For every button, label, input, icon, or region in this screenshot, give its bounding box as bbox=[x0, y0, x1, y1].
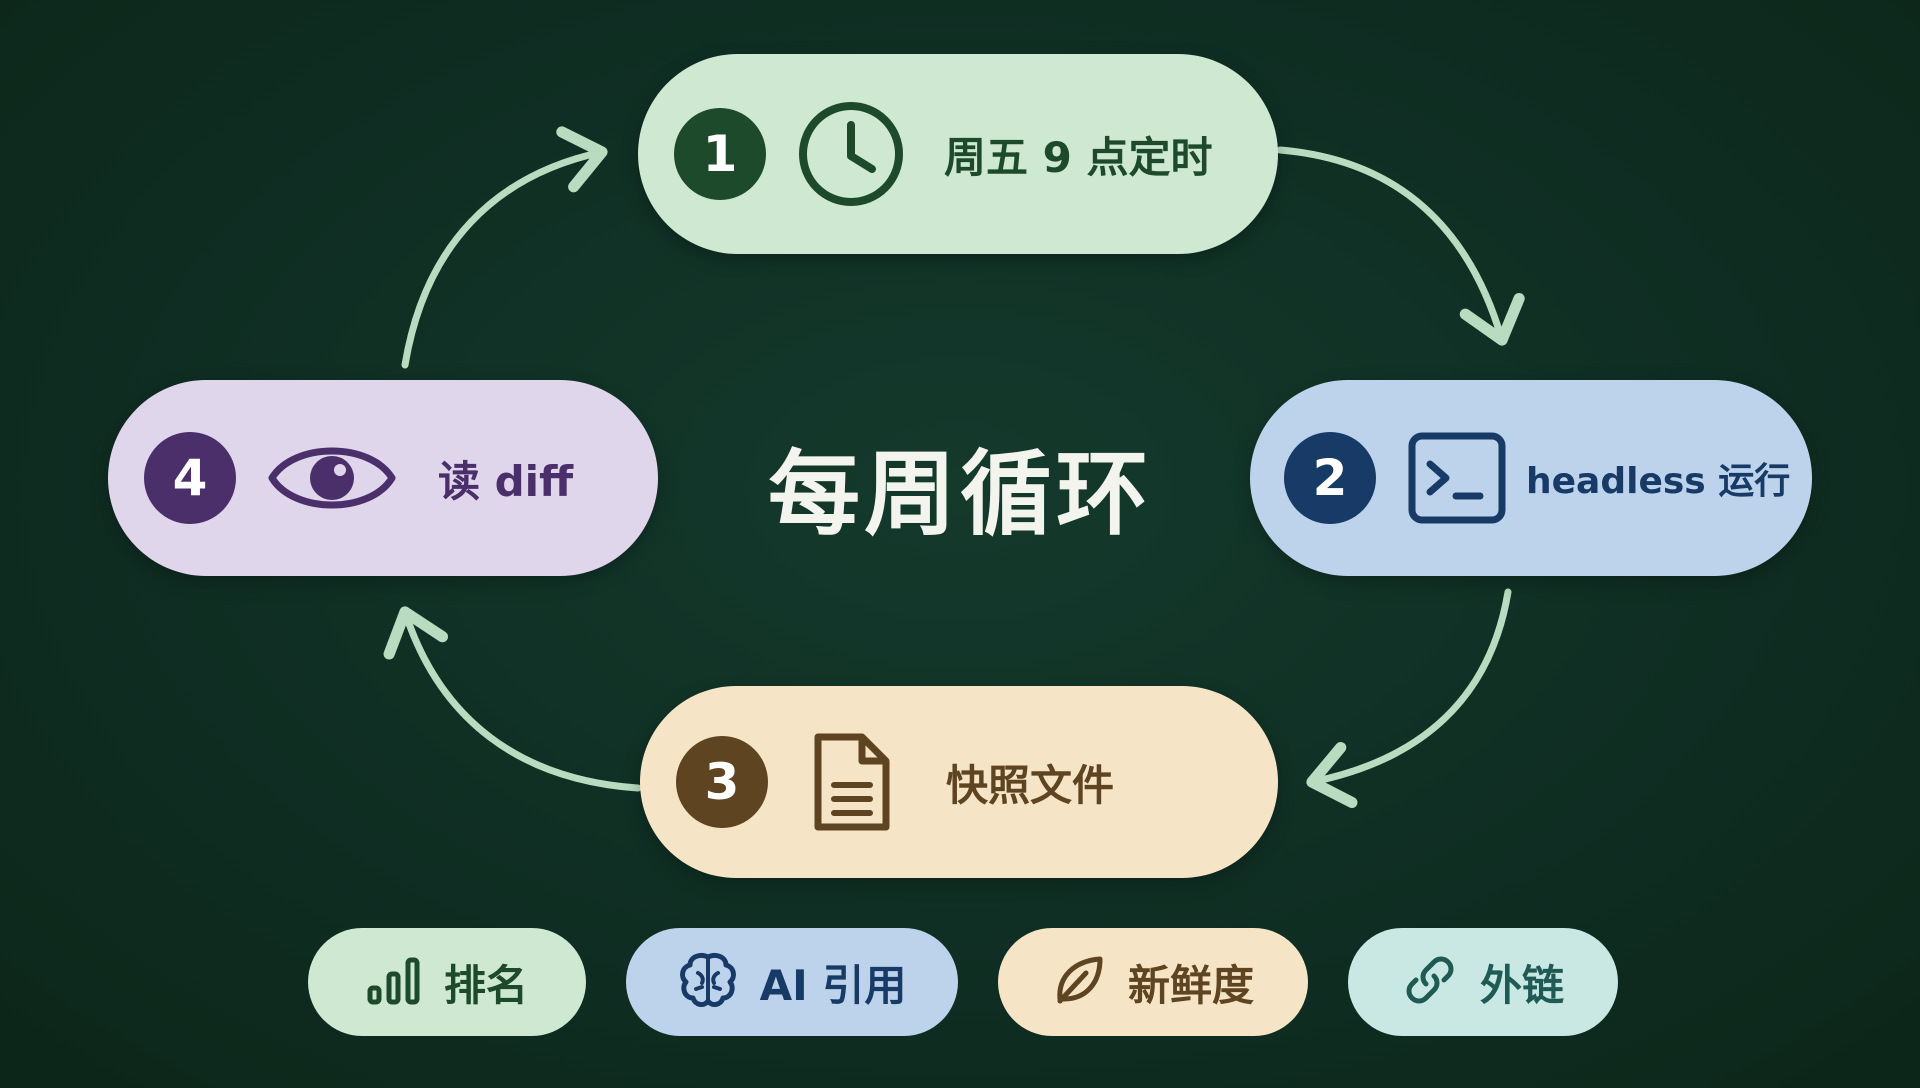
chip-freshness: 新鲜度 bbox=[998, 928, 1308, 1036]
chip-ai-citation: AI 引用 bbox=[626, 928, 958, 1036]
step-3-badge: 3 bbox=[676, 736, 768, 828]
step-2-label: headless 运行 bbox=[1526, 461, 1791, 502]
step-4-label: 读 diff bbox=[438, 456, 574, 506]
step-2-badge: 2 bbox=[1284, 432, 1376, 524]
arrow-4-to-1 bbox=[401, 126, 608, 369]
step-3-label: 快照文件 bbox=[946, 760, 1115, 810]
chip-ranking-label: 排名 bbox=[443, 960, 528, 1010]
step-4-pill: 4 读 diff bbox=[108, 380, 658, 576]
arrow-2-to-3 bbox=[1306, 588, 1512, 809]
chip-backlinks: 外链 bbox=[1348, 928, 1618, 1036]
document-icon bbox=[810, 729, 894, 835]
terminal-icon bbox=[1408, 432, 1506, 524]
arrow-3-to-4 bbox=[383, 606, 642, 792]
step-2-pill: 2 headless 运行 bbox=[1250, 380, 1812, 576]
step-2-number: 2 bbox=[1312, 449, 1348, 507]
bar-chart-icon bbox=[366, 954, 422, 1010]
leaf-icon bbox=[1052, 953, 1106, 1011]
brain-icon bbox=[678, 951, 738, 1013]
step-1-label: 周五 9 点定时 bbox=[944, 132, 1213, 182]
step-4-badge: 4 bbox=[144, 432, 236, 524]
chip-backlinks-label: 外链 bbox=[1479, 960, 1564, 1010]
step-1-number: 1 bbox=[702, 125, 738, 183]
clock-icon bbox=[796, 99, 906, 209]
step-3-pill: 3 快照文件 bbox=[640, 686, 1278, 878]
step-1-badge: 1 bbox=[674, 108, 766, 200]
chip-ranking: 排名 bbox=[308, 928, 586, 1036]
eye-icon bbox=[266, 432, 398, 524]
step-4-number: 4 bbox=[172, 449, 208, 507]
step-1-pill: 1 周五 9 点定时 bbox=[638, 54, 1278, 254]
diagram-title: 每周循环 bbox=[767, 441, 1152, 548]
link-icon bbox=[1402, 952, 1458, 1012]
arrow-1-to-2 bbox=[1276, 146, 1525, 346]
chip-freshness-label: 新鲜度 bbox=[1127, 960, 1254, 1010]
step-3-number: 3 bbox=[704, 753, 740, 811]
chip-ai-citation-label: AI 引用 bbox=[759, 960, 907, 1010]
